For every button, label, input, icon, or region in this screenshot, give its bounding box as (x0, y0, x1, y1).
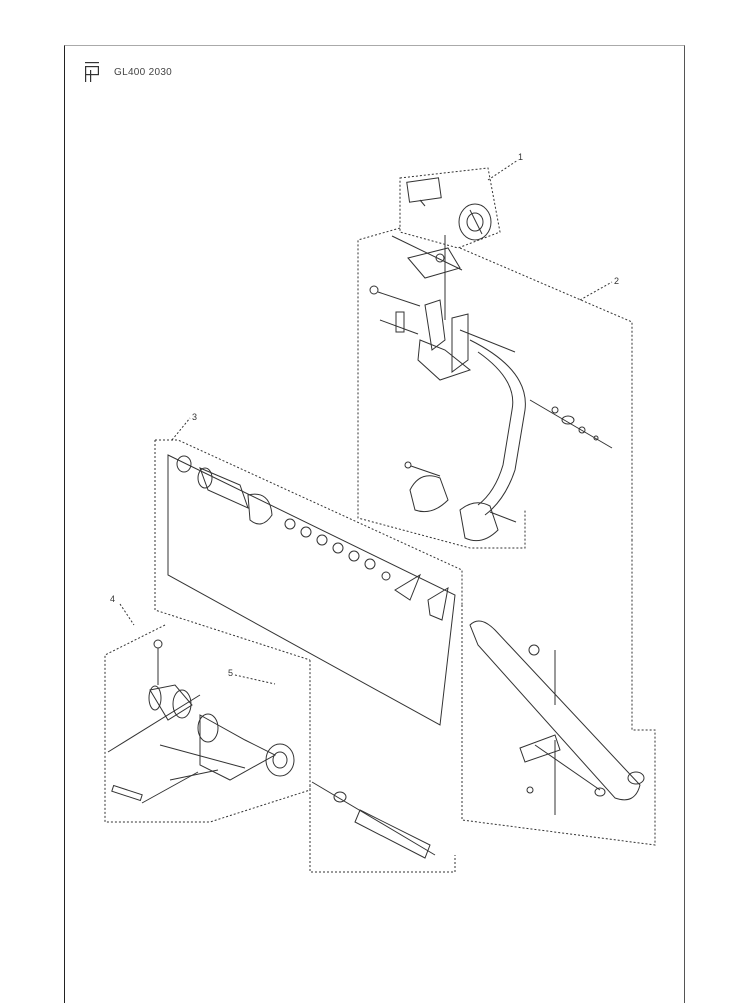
leader-3 (171, 417, 191, 441)
leader-2 (579, 281, 613, 301)
callout-1: 1 (518, 152, 523, 162)
group-4-assembly (104, 624, 311, 823)
diagram-code: GL400 2030 (114, 66, 173, 78)
callout-4: 4 (110, 594, 115, 604)
callout-5: 5 (228, 668, 233, 678)
leader-5 (234, 674, 276, 685)
leader-4 (119, 603, 135, 626)
group-1-assembly (399, 167, 501, 249)
group-5-assembly (309, 781, 456, 873)
callout-3: 3 (192, 412, 197, 422)
group-2-lower-assembly (461, 540, 656, 846)
page-frame (64, 45, 685, 1003)
group-3-assembly (154, 439, 463, 726)
leader-1 (487, 159, 519, 181)
group-2-assembly (357, 227, 633, 549)
page-header: GL400 2030 (84, 60, 172, 84)
callout-2: 2 (614, 276, 619, 286)
manual-icon (85, 62, 99, 82)
